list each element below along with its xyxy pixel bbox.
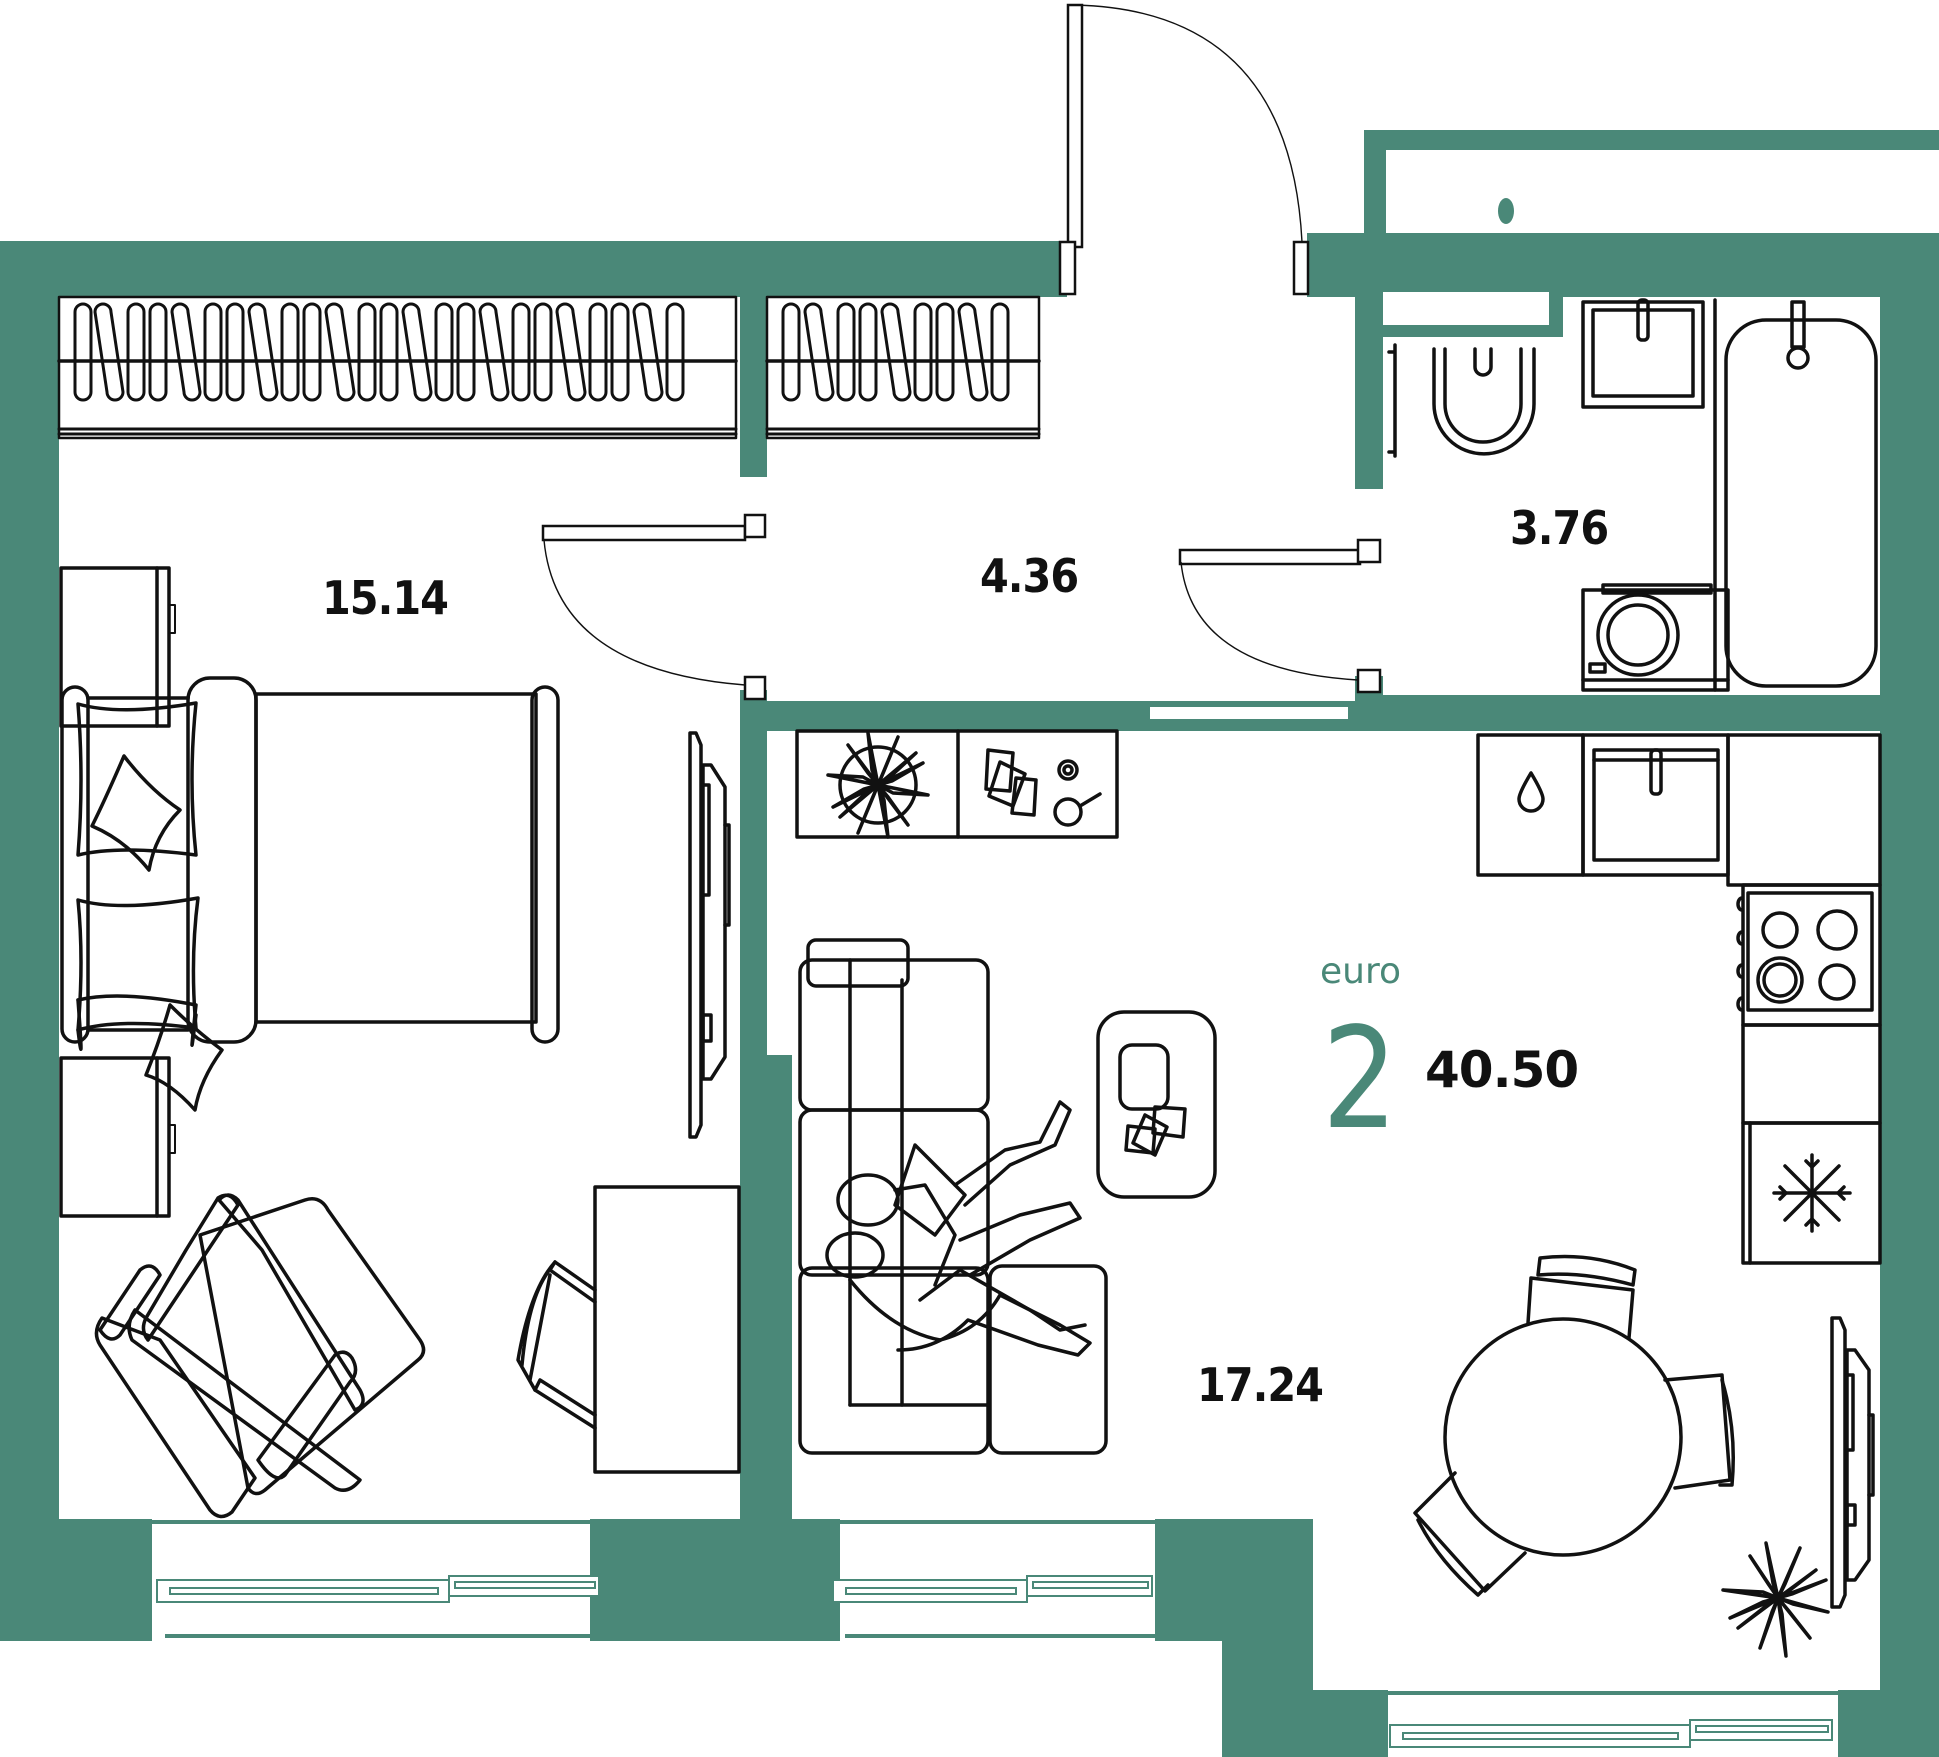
room-area-bathroom: 3.76 bbox=[1510, 501, 1609, 555]
double-bed-icon bbox=[60, 676, 560, 1112]
plant-icon bbox=[826, 731, 930, 839]
room-area-bedroom: 15.14 bbox=[322, 571, 449, 625]
room-area-kitchen-living: 17.24 bbox=[1197, 1358, 1324, 1412]
window-kitchen bbox=[1385, 1690, 1840, 1757]
fridge-snowflake-icon bbox=[1772, 1153, 1852, 1233]
kitchen-counter bbox=[1476, 733, 1882, 1265]
coffee-table-icon bbox=[1096, 1010, 1217, 1199]
door-swing-icon bbox=[1058, 3, 1310, 296]
window-living bbox=[830, 1519, 1165, 1641]
corner-sofa-icon bbox=[798, 938, 1108, 1455]
kitchen-sink-icon bbox=[1592, 748, 1720, 862]
walls bbox=[0, 130, 1939, 1757]
books-icon bbox=[984, 748, 1102, 827]
window-bedroom bbox=[152, 1519, 600, 1641]
room-area-hallway: 4.36 bbox=[980, 549, 1079, 603]
toilet-icon bbox=[1387, 343, 1536, 458]
door-swing-icon bbox=[1178, 538, 1382, 694]
people-on-sofa-icon bbox=[825, 1100, 1092, 1357]
bathtub-icon bbox=[1724, 300, 1878, 688]
tv-icon bbox=[688, 731, 731, 1139]
washing-machine-icon bbox=[1581, 583, 1730, 692]
stove-hob-icon bbox=[1736, 891, 1874, 1012]
armchair-icon bbox=[94, 1193, 426, 1519]
shelf-unit bbox=[795, 729, 1119, 839]
wardrobe-hangers-icon bbox=[57, 295, 738, 440]
door-swing-icon bbox=[541, 513, 767, 701]
doors bbox=[541, 3, 1382, 701]
rooms-count: 2 bbox=[1322, 998, 1398, 1161]
round-dining-table-icon bbox=[1413, 1254, 1735, 1597]
windows bbox=[152, 1519, 1840, 1757]
plant-icon bbox=[1721, 1541, 1830, 1658]
washbasin-icon bbox=[1581, 298, 1717, 692]
nightstand-icon bbox=[59, 1056, 176, 1218]
tv-icon bbox=[1830, 1316, 1875, 1609]
desk-icon bbox=[516, 1185, 741, 1474]
total-area: 40.50 bbox=[1425, 1041, 1579, 1099]
water-drop-icon bbox=[1517, 771, 1545, 813]
apartment-type-label: euro bbox=[1320, 951, 1401, 992]
wardrobe-hangers-icon bbox=[765, 295, 1041, 440]
